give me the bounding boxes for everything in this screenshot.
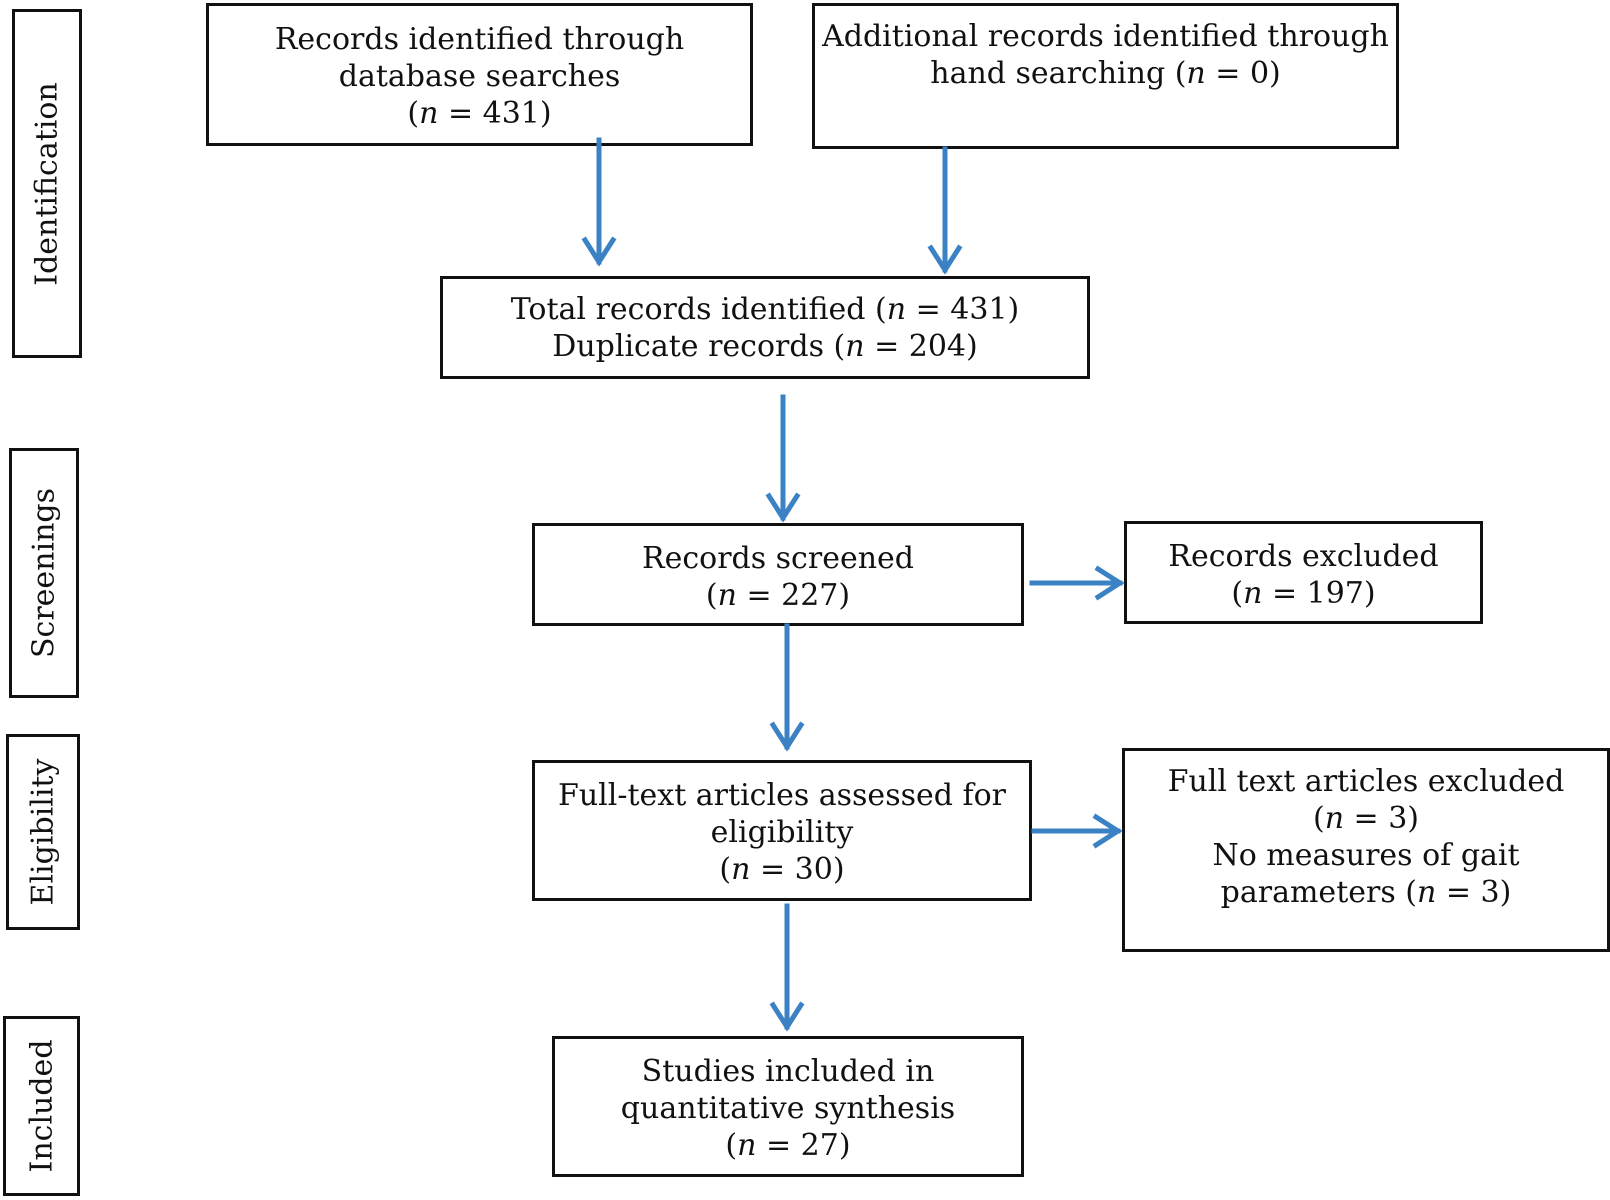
arrow-fulltext-to-excluded — [1031, 813, 1123, 849]
total-records-box: Total records identified (n = 431) Dupli… — [440, 276, 1090, 379]
records-excluded-box: Records excluded (n = 197) — [1124, 521, 1483, 624]
screened-count: (n = 227) — [705, 578, 851, 613]
stage-included: Included — [3, 1016, 80, 1196]
fulltext-excluded-box: Full text articles excluded (n = 3) No m… — [1122, 748, 1610, 952]
stage-eligibility: Eligibility — [6, 734, 80, 930]
stage-screening: Screenings — [9, 448, 79, 698]
studies-included-box: Studies included in quantitative synthes… — [552, 1036, 1024, 1177]
arrow-database-to-total — [581, 137, 617, 267]
arrow-hand-to-total — [927, 146, 963, 275]
database-line2: database searches — [338, 59, 621, 94]
database-count: (n = 431) — [407, 96, 552, 131]
fulltext-line1: Full-text articles assessed for — [558, 778, 1006, 813]
hand-line2: hand searching (n = 0) — [930, 56, 1281, 91]
included-line2: quantitative synthesis — [620, 1091, 956, 1126]
ft-excluded-reason-count: parameters (n = 3) — [1220, 875, 1512, 910]
duplicate-line: Duplicate records (n = 204) — [552, 329, 978, 364]
ft-excluded-reason: No measures of gait — [1212, 838, 1520, 873]
included-line1: Studies included in — [641, 1054, 935, 1089]
database-line1: Records identified through — [274, 22, 685, 57]
records-screened-box: Records screened (n = 227) — [532, 523, 1024, 626]
database-records-box: Records identified through database sear… — [206, 3, 753, 146]
arrow-fulltext-to-included — [769, 903, 805, 1032]
excluded-count: (n = 197) — [1231, 576, 1376, 611]
total-line1: Total records identified (n = 431) — [510, 292, 1020, 327]
fulltext-assessed-box: Full-text articles assessed for eligibil… — [532, 760, 1032, 901]
screened-line1: Records screened — [641, 541, 914, 576]
stage-identification: Identification — [12, 9, 82, 358]
excluded-line1: Records excluded — [1168, 539, 1439, 574]
hand-search-box: Additional records identified through ha… — [812, 3, 1399, 149]
arrow-screened-to-excluded — [1029, 565, 1125, 601]
arrow-total-to-screened — [765, 394, 801, 523]
arrow-screened-to-fulltext — [769, 623, 805, 752]
fulltext-count: (n = 30) — [719, 852, 845, 887]
fulltext-line2: eligibility — [710, 815, 854, 850]
hand-line1: Additional records identified through — [822, 19, 1389, 54]
ft-excluded-count: (n = 3) — [1312, 801, 1420, 836]
included-count: (n = 27) — [725, 1128, 851, 1163]
ft-excluded-line1: Full text articles excluded — [1167, 764, 1565, 799]
